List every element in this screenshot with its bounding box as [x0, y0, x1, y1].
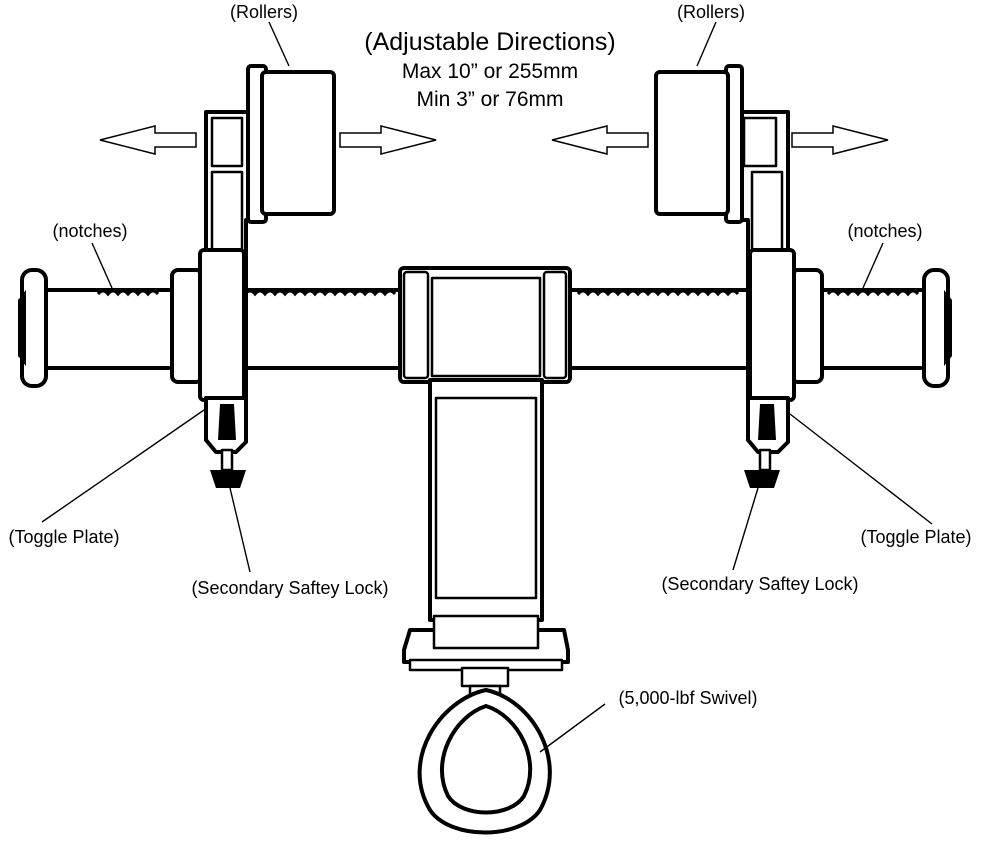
right-safety-lock	[744, 448, 780, 488]
left-roller	[246, 64, 336, 224]
title-adjustable-directions: (Adjustable Directions)	[364, 28, 616, 56]
arrow-right-inner	[551, 125, 649, 155]
leader-lines	[41, 21, 933, 753]
notches-left-label: (notches)	[52, 221, 127, 241]
min-range-label: Min 3” or 76mm	[416, 88, 563, 111]
swivel-label: (5,000-lbf Swivel)	[618, 688, 757, 708]
swivel-housing	[402, 614, 570, 672]
center-hub	[398, 266, 572, 384]
toggle-plate-left-label: (Toggle Plate)	[8, 527, 119, 547]
left-safety-lock	[210, 448, 246, 488]
arrow-right-outer	[791, 125, 889, 155]
safety-lock-left-label: (Secondary Saftey Lock)	[191, 578, 388, 598]
arrow-left-inner	[339, 125, 437, 155]
toggle-plate-right-label: (Toggle Plate)	[860, 527, 971, 547]
rollers-right-label: (Rollers)	[677, 2, 745, 22]
left-collar	[170, 268, 204, 384]
center-drop-body	[428, 378, 544, 622]
right-collar	[790, 268, 824, 384]
shaft-notches	[96, 289, 920, 297]
shaft-end-cap-left	[18, 268, 48, 388]
right-side-plate	[730, 110, 796, 402]
rollers-left-label: (Rollers)	[230, 2, 298, 22]
arrow-left-outer	[99, 125, 197, 155]
notches-right-label: (notches)	[847, 221, 922, 241]
swivel-ring	[417, 688, 552, 835]
left-toggle-plate	[204, 396, 248, 454]
max-range-label: Max 10” or 255mm	[402, 60, 578, 83]
shaft-end-cap-right	[922, 268, 952, 388]
safety-lock-right-label: (Secondary Saftey Lock)	[661, 574, 858, 594]
right-toggle-plate	[746, 396, 790, 454]
right-roller	[654, 64, 744, 224]
